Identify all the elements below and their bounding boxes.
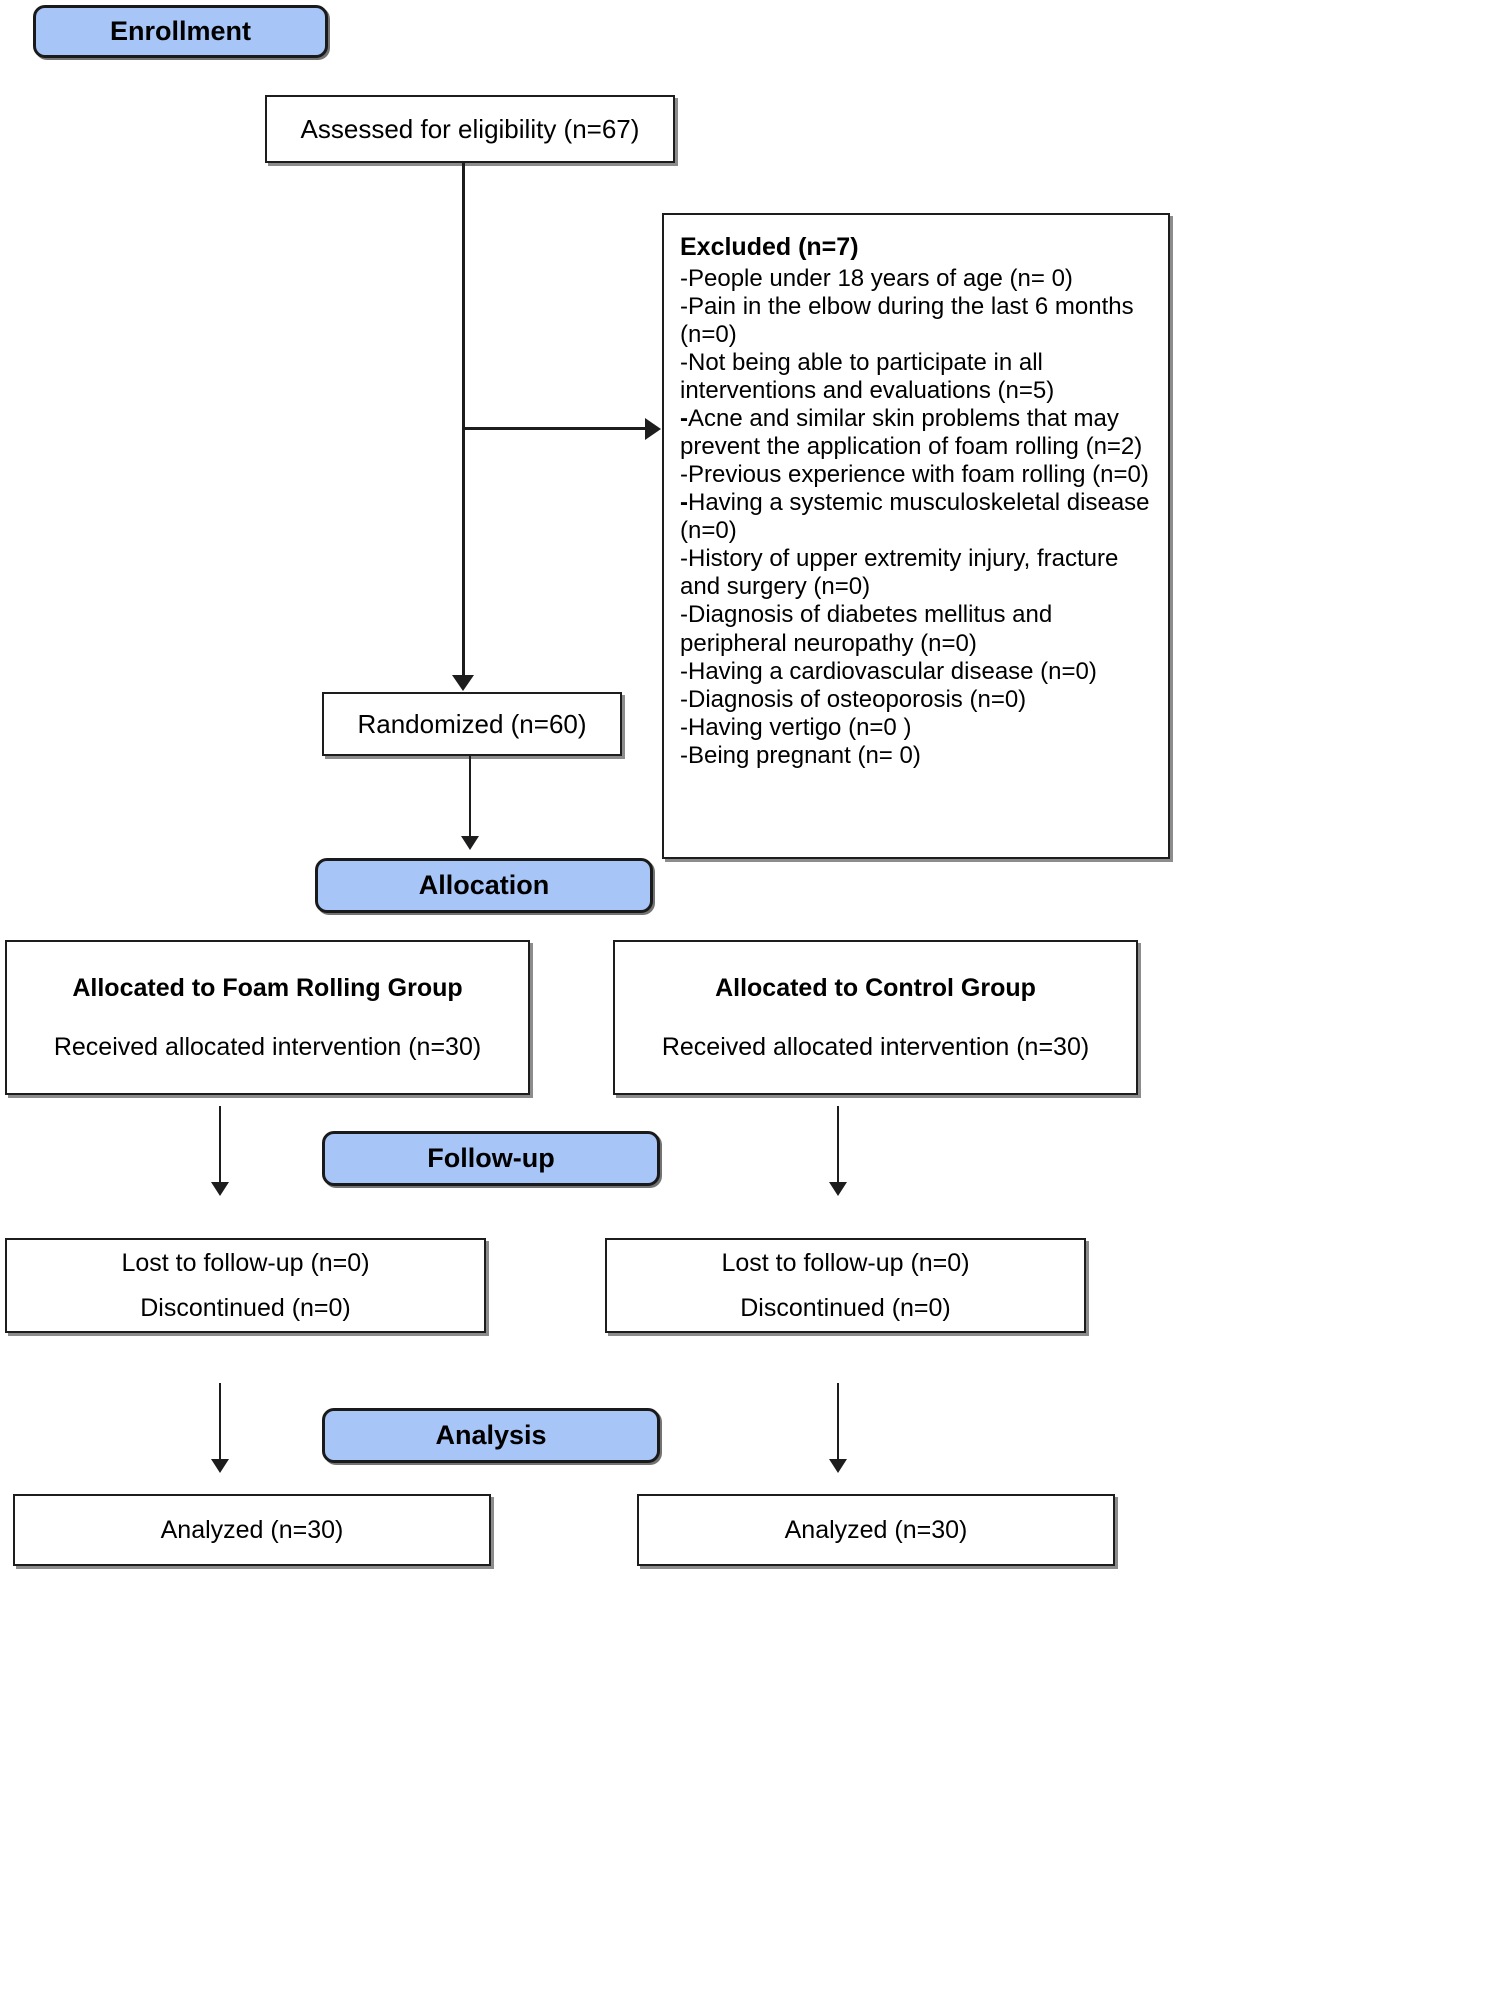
node-allocated-control-group: Allocated to Control Group Received allo…	[613, 940, 1138, 1095]
excluded-item: -Diagnosis of osteoporosis (n=0)	[680, 685, 1027, 713]
excluded-item: -Having vertigo (n=0 )	[680, 713, 912, 741]
assessed-label: Assessed for eligibility (n=67)	[300, 113, 640, 144]
excluded-item: -Pain in the elbow during the last 6 mon…	[680, 292, 1134, 348]
allocated-right-title: Allocated to Control Group	[715, 973, 1036, 1002]
node-assessed-for-eligibility: Assessed for eligibility (n=67)	[265, 95, 675, 163]
node-allocated-foam-rolling-group: Allocated to Foam Rolling Group Received…	[5, 940, 530, 1095]
arrowhead-right-followup	[829, 1182, 847, 1196]
excluded-item: -Acne and similar skin problems that may…	[680, 404, 1143, 460]
connector-left-followup-to-analyzed	[219, 1383, 221, 1463]
excluded-item: -Having a cardiovascular disease (n=0)	[680, 657, 1097, 685]
excluded-item: -Not being able to participate in all in…	[680, 348, 1055, 404]
connector-left-allocated-to-followup	[219, 1106, 221, 1186]
connector-right-followup-to-analyzed	[837, 1383, 839, 1463]
allocated-right-detail: Received allocated intervention (n=30)	[661, 1032, 1090, 1061]
analyzed-left-label: Analyzed (n=30)	[160, 1515, 344, 1544]
followup-left-discontinued: Discontinued (n=0)	[140, 1293, 351, 1322]
connector-assessed-to-randomized	[462, 163, 465, 681]
connector-to-excluded	[462, 427, 658, 430]
excluded-item: -Having a systemic musculoskeletal disea…	[680, 489, 1150, 545]
arrowhead-allocation	[461, 836, 479, 850]
connector-randomized-to-allocation	[469, 756, 471, 840]
node-followup-control-group: Lost to follow-up (n=0) Discontinued (n=…	[605, 1238, 1086, 1333]
arrowhead-excluded	[645, 418, 661, 440]
excluded-item: -People under 18 years of age (n= 0)	[680, 264, 1073, 292]
stage-band-followup: Follow-up	[322, 1131, 660, 1186]
node-analyzed-control-group: Analyzed (n=30)	[637, 1494, 1115, 1566]
excluded-item: -Diagnosis of diabetes mellitus and peri…	[680, 601, 1053, 657]
excluded-title: Excluded (n=7)	[680, 233, 859, 261]
arrowhead-randomized	[452, 675, 474, 691]
arrowhead-right-analyzed	[829, 1459, 847, 1473]
node-followup-foam-rolling-group: Lost to follow-up (n=0) Discontinued (n=…	[5, 1238, 486, 1333]
followup-left-lost: Lost to follow-up (n=0)	[121, 1248, 370, 1277]
stage-band-analysis: Analysis	[322, 1408, 660, 1463]
node-analyzed-foam-rolling-group: Analyzed (n=30)	[13, 1494, 491, 1566]
arrowhead-left-followup	[211, 1182, 229, 1196]
stage-band-allocation: Allocation	[315, 858, 653, 913]
stage-band-enrollment: Enrollment	[33, 5, 328, 58]
excluded-reason-list: -People under 18 years of age (n= 0) -Pa…	[680, 265, 1154, 770]
node-randomized: Randomized (n=60)	[322, 692, 622, 756]
excluded-item: -History of upper extremity injury, frac…	[680, 545, 1119, 601]
analyzed-right-label: Analyzed (n=30)	[784, 1515, 968, 1544]
connector-right-allocated-to-followup	[837, 1106, 839, 1186]
randomized-label: Randomized (n=60)	[357, 708, 587, 739]
followup-right-lost: Lost to follow-up (n=0)	[721, 1248, 970, 1277]
node-excluded: Excluded (n=7) -People under 18 years of…	[662, 213, 1170, 859]
excluded-item: -Being pregnant (n= 0)	[680, 741, 921, 769]
allocated-left-title: Allocated to Foam Rolling Group	[72, 973, 463, 1002]
allocated-left-detail: Received allocated intervention (n=30)	[53, 1032, 482, 1061]
arrowhead-left-analyzed	[211, 1459, 229, 1473]
followup-right-discontinued: Discontinued (n=0)	[740, 1293, 951, 1322]
excluded-item: -Previous experience with foam rolling (…	[680, 461, 1149, 489]
